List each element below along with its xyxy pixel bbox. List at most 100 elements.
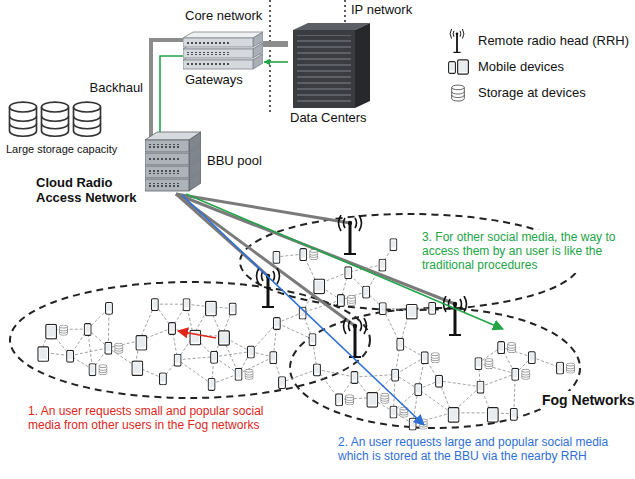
mobile-device	[487, 408, 498, 422]
mobile-device	[136, 336, 147, 350]
mobile-device	[406, 305, 417, 319]
legend-row: Remote radio head (RRH)	[446, 28, 629, 54]
device-link	[276, 254, 303, 257]
rrh-tower	[444, 296, 467, 335]
node-label: Data Centers	[290, 111, 367, 126]
label-box: Cloud Radio Access Network	[36, 176, 148, 206]
mobile-device	[309, 334, 316, 346]
mobile-device	[279, 377, 286, 389]
device-link	[532, 357, 560, 368]
device-link	[212, 374, 239, 384]
mobile-device	[46, 324, 68, 338]
device-link	[383, 308, 410, 310]
mobile-device	[273, 318, 280, 330]
device-link	[214, 352, 251, 357]
legend-sample	[446, 55, 472, 79]
mobile-device	[415, 384, 422, 396]
device-link	[317, 369, 354, 377]
mobile-device	[367, 393, 389, 407]
mobile-device	[206, 301, 217, 315]
text-label: 3. For other social media, the way to ac…	[422, 231, 632, 272]
bbu-icon	[145, 128, 201, 194]
fog-ellipse	[10, 282, 370, 398]
device-link	[478, 363, 515, 374]
device-link	[501, 347, 532, 357]
device-link	[282, 369, 317, 382]
mobile-device	[247, 346, 254, 358]
text-label: Fog Networks	[542, 392, 635, 408]
text-label: Large storage capacity	[6, 143, 117, 156]
device-link	[239, 357, 274, 374]
mobile-device	[475, 358, 493, 370]
boundary-line	[269, 0, 271, 112]
mobile-device	[105, 342, 123, 354]
legend-sample	[446, 81, 472, 105]
blue-arrow	[182, 195, 424, 425]
label-box: Large storage capacity	[6, 143, 117, 156]
device-link	[70, 348, 108, 356]
mobile-device	[448, 408, 459, 422]
mobile-device	[190, 330, 201, 344]
label-box: Fog Networks	[540, 391, 635, 409]
legend-label: Mobile devices	[478, 60, 564, 75]
mobile-device	[219, 331, 230, 345]
device-link	[413, 413, 452, 424]
connector	[264, 61, 288, 63]
connector	[151, 40, 183, 137]
mobile-device	[477, 381, 484, 393]
device-link	[108, 341, 139, 348]
legend-row: Mobile devices	[446, 54, 629, 80]
mobile-device	[235, 368, 253, 380]
mobile-device	[151, 299, 158, 311]
legend-label: Remote radio head (RRH)	[478, 34, 629, 49]
mobile-device	[229, 303, 236, 315]
device-link	[178, 360, 212, 384]
mobile-device	[174, 354, 181, 366]
label-box: IP network	[351, 3, 412, 18]
storage-icon	[10, 102, 37, 136]
legend-sample	[446, 29, 472, 53]
text-label: 1. An user requests small and popular so…	[28, 405, 278, 433]
mobile-device	[106, 302, 113, 314]
mobile-device	[429, 302, 436, 314]
mobile-device	[345, 267, 352, 279]
mobile-device	[336, 394, 354, 406]
text-label: Core network	[185, 9, 262, 24]
edge-label: Backhaul	[90, 81, 143, 96]
device-link	[178, 357, 214, 360]
legend-label: Storage at devices	[478, 86, 586, 101]
text-label: Cloud Radio Access Network	[36, 176, 148, 206]
device-link	[339, 398, 370, 399]
gateway-icon	[183, 30, 263, 70]
text-label: IP network	[351, 3, 412, 18]
label-box: 2. An user requests large and popular so…	[338, 436, 623, 464]
mobile-device	[436, 375, 443, 387]
fog-ellipse	[290, 308, 580, 428]
node-label: BBU pool	[207, 154, 262, 169]
storage-icon	[74, 102, 101, 136]
mobile-device	[421, 352, 439, 364]
mobile-device	[397, 338, 404, 350]
mobile-device	[38, 347, 49, 361]
fronthaul-links	[176, 194, 455, 326]
mobile-device	[379, 303, 386, 315]
green-path	[160, 56, 183, 134]
label-box: 3. For other social media, the way to ac…	[420, 230, 634, 273]
rrh-tower	[339, 215, 362, 254]
device-link	[395, 357, 425, 374]
mobile-device	[132, 361, 143, 375]
mobile-device	[390, 239, 397, 251]
mobile-device	[392, 369, 399, 381]
mobile-device	[211, 351, 218, 363]
mobile-device	[363, 286, 370, 298]
mobile-device	[169, 323, 176, 335]
label-box: 1. An user requests small and popular so…	[28, 405, 278, 433]
mobile-device	[557, 362, 575, 374]
mobile-device	[510, 409, 517, 421]
legend: Remote radio head (RRH) Mobile devicesSto…	[446, 28, 629, 106]
legend-row: Storage at devices	[446, 80, 629, 106]
rrh-tower	[257, 268, 280, 307]
mobile-device	[379, 259, 386, 271]
device-link	[439, 381, 480, 387]
